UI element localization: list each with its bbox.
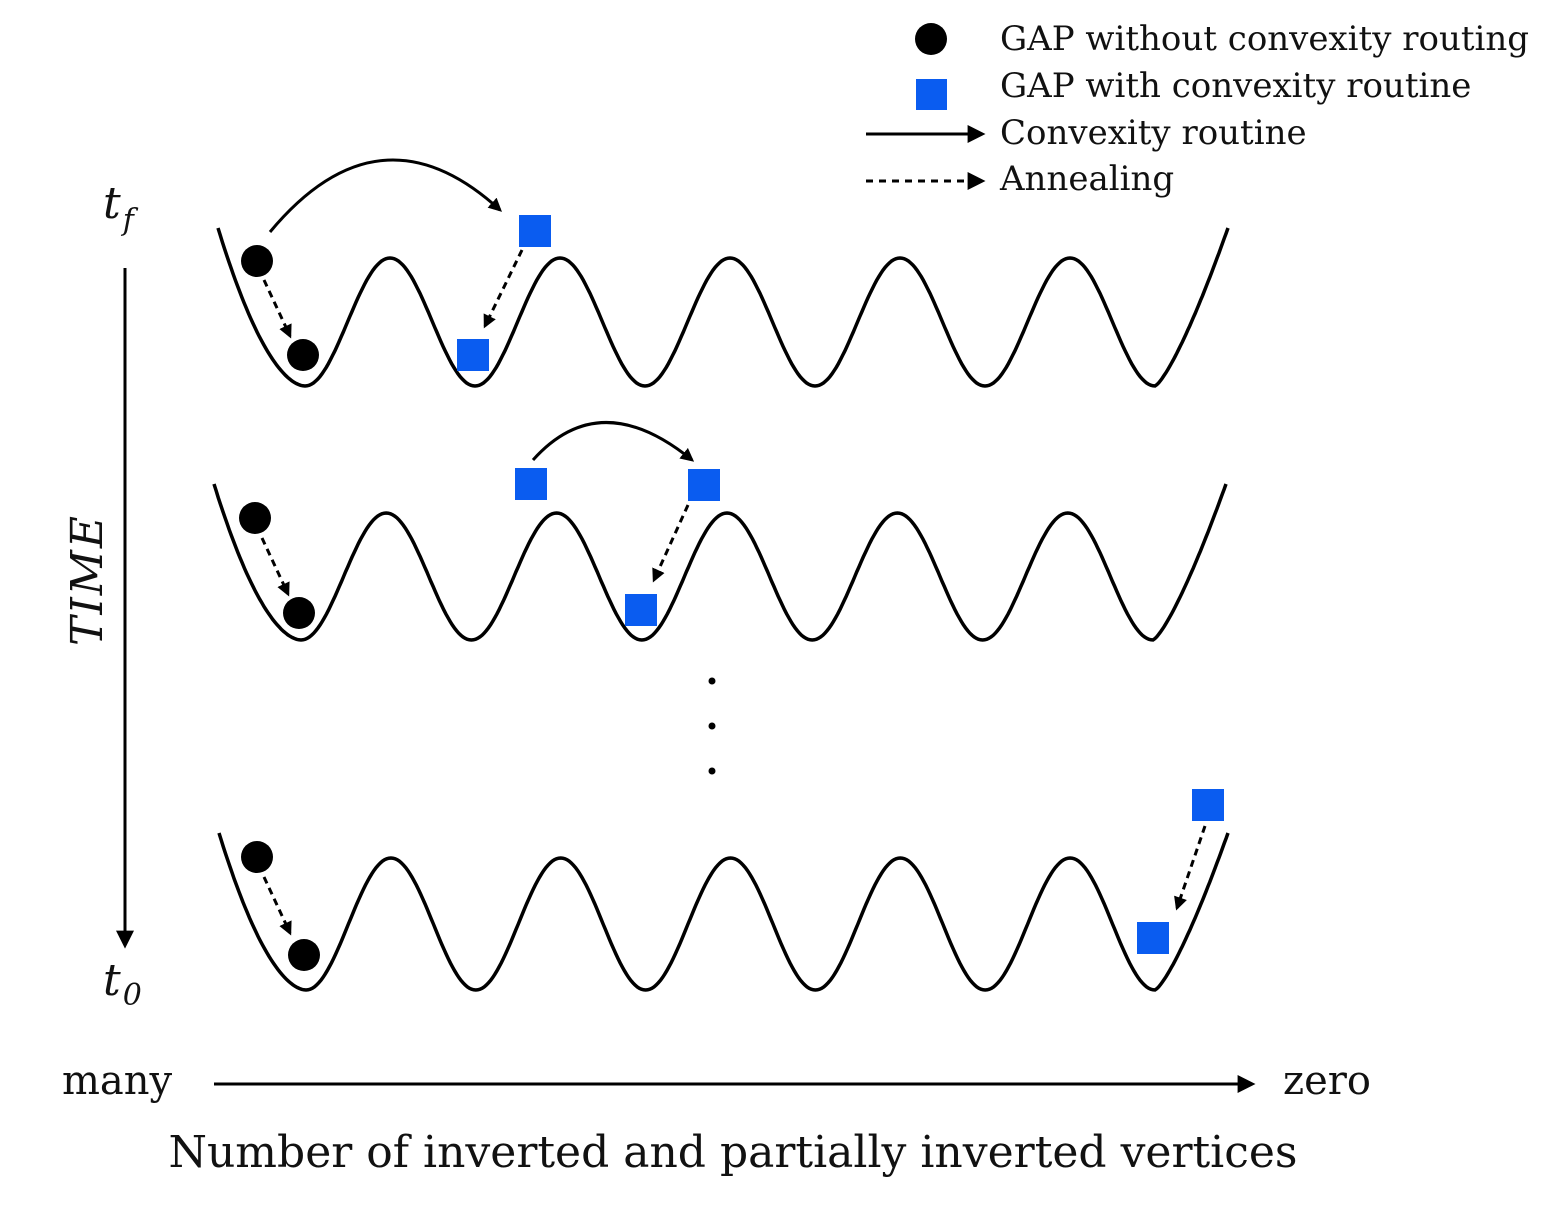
row-middle (239, 421, 720, 629)
time-axis: tf TIME t0 (62, 178, 142, 1013)
landscape-curve-middle (212, 483, 1228, 642)
ellipsis-dot (708, 722, 716, 730)
legend-circle-marker (915, 23, 947, 55)
annealing-arrow-circle-top (262, 279, 292, 339)
legend: GAP without convexity routing GAP with c… (866, 19, 1529, 199)
legend-label-convexity: Convexity routine (1000, 113, 1307, 153)
ellipsis-dot (708, 767, 716, 775)
x-axis-title: Number of inverted and partially inverte… (168, 1127, 1297, 1178)
row-top (241, 158, 551, 371)
annealing-arrow-square-top (483, 249, 524, 329)
legend-label-gap-without: GAP without convexity routing (1000, 19, 1529, 59)
legend-square-marker (916, 79, 947, 110)
time-bottom-label: t0 (103, 955, 142, 1013)
square-marker-bottom-end (1137, 922, 1169, 954)
row-bottom (241, 789, 1224, 971)
circle-marker-bottom-start (241, 841, 273, 873)
landscape-curve-top (216, 227, 1230, 388)
ellipsis-dot (708, 677, 716, 685)
annealing-arrow-square-bottom (1174, 825, 1207, 911)
legend-label-annealing: Annealing (999, 159, 1174, 199)
annealing-arrow-circle-middle (260, 537, 290, 597)
convexity-arrow-middle (531, 421, 695, 462)
square-marker-bottom-start (1192, 789, 1224, 821)
square-marker-middle-end (625, 594, 657, 626)
vertical-ellipsis (708, 677, 716, 775)
circle-marker-top-start (241, 245, 273, 277)
landscape-curve-bottom (217, 832, 1230, 992)
time-label: TIME (62, 514, 113, 646)
square-marker-middle-b (688, 469, 720, 501)
square-marker-top-end (457, 339, 489, 371)
time-top-label: tf (103, 178, 139, 238)
x-axis: many zero Number of inverted and partial… (62, 1058, 1371, 1178)
legend-label-gap-with: GAP with convexity routine (1000, 66, 1471, 106)
convexity-arrow-top (268, 158, 502, 233)
square-marker-top-start (519, 215, 551, 247)
annealing-arrow-square-middle (652, 504, 690, 583)
x-axis-right-label: zero (1283, 1058, 1371, 1104)
square-marker-middle-a (515, 468, 547, 500)
landscapes (212, 227, 1230, 992)
circle-marker-middle-end (283, 597, 315, 629)
x-axis-left-label: many (62, 1058, 173, 1104)
annealing-arrow-circle-bottom (262, 876, 292, 936)
circle-marker-middle-start (239, 502, 271, 534)
circle-marker-top-end (287, 339, 319, 371)
circle-marker-bottom-end (288, 939, 320, 971)
